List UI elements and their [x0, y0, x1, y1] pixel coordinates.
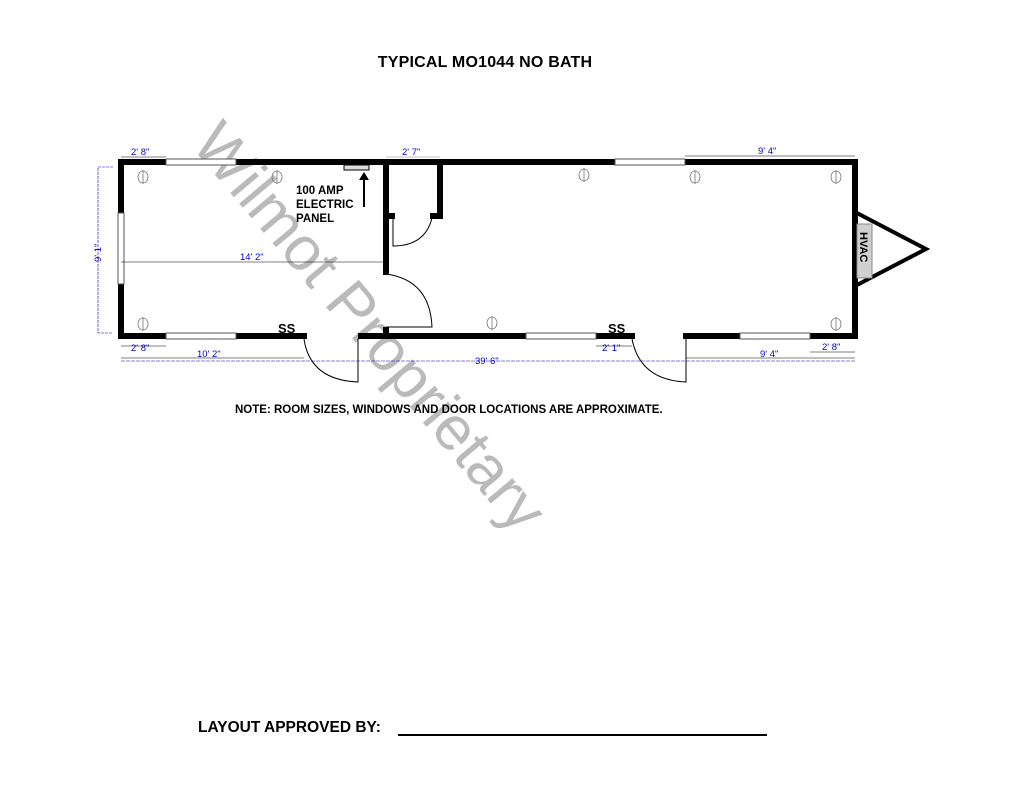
dim-bottom-right-door: 2' 1" [602, 343, 620, 354]
light-fixture-icon [578, 168, 590, 182]
window [117, 212, 125, 285]
dim-overall-length: 39' 6" [475, 356, 499, 367]
dim-left-height: 9' 1" [93, 244, 104, 262]
watermark: Wilmot Proprietary [179, 110, 560, 545]
hvac-label: HVAC [857, 232, 869, 262]
window [165, 158, 237, 166]
approval-label: LAYOUT APPROVED BY: [198, 719, 381, 736]
page-title: TYPICAL MO1044 NO BATH [377, 54, 593, 71]
dim-bottom-right-corner: 2' 8" [822, 342, 840, 353]
window [525, 332, 597, 340]
dimension-lines [97, 155, 855, 362]
panel-label-line2: ELECTRIC [296, 199, 354, 211]
watermark-text: Wilmot Proprietary [179, 110, 560, 545]
dim-left-room-length: 14' 2" [240, 252, 264, 263]
dimension-labels: 2' 8" 2' 7" 9' 4" 9' 1" 14' 2" 2' 8" 10'… [93, 146, 840, 367]
light-fixtures [137, 168, 842, 331]
dim-bottom-left-door: 10' 2" [197, 349, 221, 360]
signature-line[interactable] [398, 734, 767, 736]
light-fixture-icon [137, 170, 149, 184]
walls [118, 159, 858, 339]
window [165, 332, 237, 340]
smoke-sensor-right: SS [608, 321, 626, 336]
electric-panel: 100 AMP ELECTRIC PANEL [296, 164, 370, 225]
dim-bottom-right-window: 9' 4" [760, 349, 778, 360]
light-fixture-icon [486, 316, 498, 330]
entry-door-left [303, 338, 359, 383]
light-fixture-icon [271, 170, 283, 184]
light-fixture-icon [830, 170, 842, 184]
panel-label-line1: 100 AMP [296, 185, 344, 197]
entry-door-right [631, 338, 687, 383]
hvac-unit: HVAC [854, 210, 931, 288]
smoke-sensor-left: SS [278, 321, 296, 336]
closet-door [392, 217, 433, 247]
dim-top-right-window: 9' 4" [758, 146, 776, 157]
windows [117, 158, 811, 340]
dim-closet-width: 2' 7" [402, 147, 420, 158]
window [739, 332, 811, 340]
light-fixture-icon [137, 317, 149, 331]
light-fixture-icon [689, 170, 701, 184]
window [614, 158, 686, 166]
dim-top-left-window: 2' 8" [131, 147, 149, 158]
doors [303, 217, 687, 383]
panel-label-line3: PANEL [296, 213, 334, 225]
interior-door [385, 273, 433, 328]
light-fixture-icon [830, 317, 842, 331]
dim-bottom-left-window: 2' 8" [131, 343, 149, 354]
approximation-note: NOTE: ROOM SIZES, WINDOWS AND DOOR LOCAT… [235, 404, 663, 416]
